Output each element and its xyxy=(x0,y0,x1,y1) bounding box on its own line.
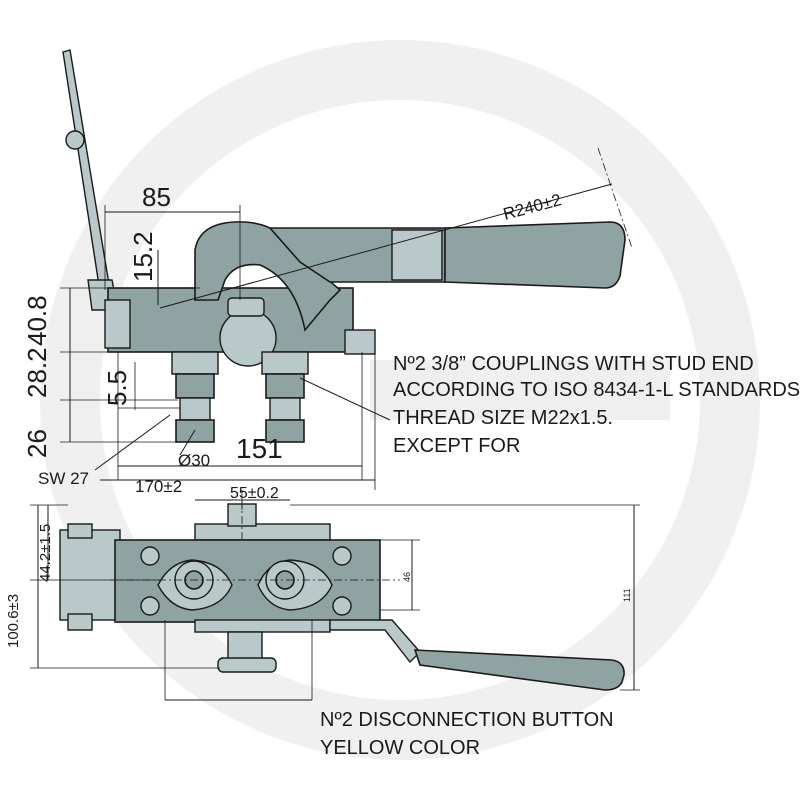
dim-height-b: 28.2 xyxy=(22,347,52,398)
cam-block xyxy=(194,221,342,332)
handle-grip xyxy=(444,221,626,289)
coupling-left xyxy=(171,351,219,443)
top-view xyxy=(30,490,640,701)
spring xyxy=(65,130,85,150)
lever-link xyxy=(329,619,421,664)
dim-side-100: 100.6±3 xyxy=(5,594,22,648)
top-plate xyxy=(194,523,331,541)
left-bracket xyxy=(104,299,131,349)
note-button-line1: Nº2 DISCONNECTION BUTTON xyxy=(320,709,614,731)
mount-hole xyxy=(140,546,160,566)
lever-grip-top xyxy=(413,649,625,691)
side-view xyxy=(60,49,633,490)
dim-radius: R240±2 xyxy=(501,190,563,224)
dim-top-width: 85 xyxy=(142,182,171,212)
note-couplings-line1: Nº2 3/8” COUPLINGS WITH STUD END xyxy=(393,353,754,375)
mount-hole xyxy=(140,596,160,616)
dim-overall-length: 170±2 xyxy=(135,477,182,496)
mount-hole xyxy=(332,596,352,616)
side-bracket xyxy=(59,529,121,621)
right-stud xyxy=(344,329,376,355)
note-couplings-line2: ACCORDING TO ISO 8434-1-L STANDARDS. xyxy=(393,379,800,401)
note-couplings-line4: EXCEPT FOR xyxy=(393,435,520,457)
coupling-right xyxy=(261,351,309,443)
dim-top-height: 15.2 xyxy=(128,231,158,282)
roller-cap xyxy=(227,297,265,317)
dim-side-46: 46 xyxy=(402,572,412,582)
dim-side-111: 111 xyxy=(622,588,632,602)
dim-length: 151 xyxy=(236,433,283,464)
dim-height-c: 26 xyxy=(22,429,52,458)
dim-height-d: 5.5 xyxy=(102,370,132,406)
port-right xyxy=(257,559,333,611)
disconnection-button xyxy=(217,657,277,673)
dim-spanner: SW 27 xyxy=(38,469,89,488)
note-couplings-line3: THREAD SIZE M22x1.5. xyxy=(393,407,613,429)
dim-pitch: 55±0.2 xyxy=(230,485,279,502)
dim-height-a: 40.8 xyxy=(22,295,52,346)
handle-collar xyxy=(391,229,443,281)
mount-hole xyxy=(332,546,352,566)
note-button-line2: YELLOW COLOR xyxy=(320,737,480,759)
dim-side-44: 44.2±1.5 xyxy=(37,524,54,582)
dim-diameter: Ø30 xyxy=(178,451,210,470)
